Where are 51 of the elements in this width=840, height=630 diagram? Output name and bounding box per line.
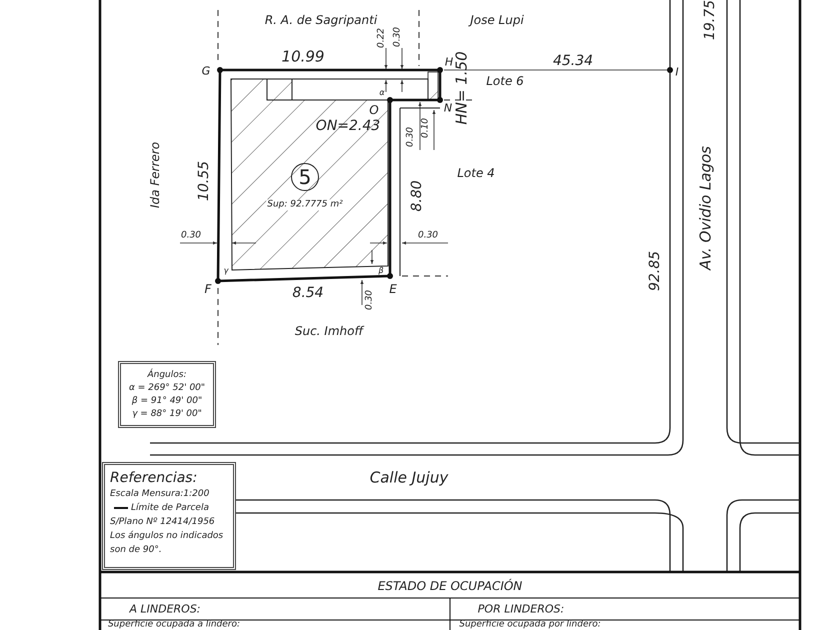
point-letter: H [444,56,454,68]
angle-letter: α [379,89,385,97]
dimension-value: 8.54 [292,286,324,300]
point-letter: N [444,102,452,114]
reference-note: Escala Mensura:1:200 [110,488,210,501]
angles-box [118,361,216,428]
lot-name: Lote 4 [457,167,495,179]
table-text: Superficie ocupada por lindero: [459,620,601,630]
lot-number-circle: 5 [291,163,319,191]
dimension-value: 0.10 [422,118,430,138]
angle-value: β = 91° 49' 00" [130,395,204,408]
angles-heading: Ángulos: [146,369,188,382]
table-heading: ESTADO DE OCUPACIÓN [378,580,522,592]
dimension-value: 0.30 [180,232,202,240]
angle-letter: γ [224,267,228,275]
neighbor-name: Suc. Imhoff [294,325,364,337]
reference-note: Los ángulos no indicados son de 90°. [110,530,224,557]
angle-value: γ = 88° 19' 00" [131,408,203,421]
dimension-value: 92.85 [648,250,662,292]
street-name: Av. Ovidio Lagos [698,146,714,270]
reference-note: S/Plano Nº 12414/1956 [110,516,216,529]
point-letter: F [204,283,212,295]
dimension-value: 0.30 [366,290,374,310]
dimension-value: 10.99 [282,50,324,64]
dimension-value: 19.75 [703,0,717,40]
area-text: Sup: 92.7775 m² [266,200,344,210]
dimension-value: 45.34 [552,54,594,68]
dimension-value: HN= 1.50 [454,51,470,125]
dimension-value: 10.55 [197,160,211,202]
table-text: Superficie ocupada a lindero: [108,620,240,630]
dimension-value: 0.30 [394,26,402,48]
point-letter: G [202,66,210,76]
legend-text: Límite de Parcela [131,502,209,515]
angle-letter: β [378,267,384,275]
neighbor-name: Ida Ferrero [149,142,161,208]
point-letter: E [389,283,397,295]
lot-name: Lote 6 [486,75,524,87]
dimension-value: 0.22 [378,28,386,48]
dimension-value: 0.30 [418,232,438,240]
table-heading: A LINDEROS: [129,604,201,614]
point-letter: O [369,104,379,116]
neighbor-name: R. A. de Sagripanti [264,14,378,26]
table-heading: POR LINDEROS: [478,604,564,614]
references-box [102,462,236,570]
point-letter: I [675,66,679,78]
references-heading: Referencias: [110,469,198,487]
dimension-value: 0.30 [406,126,416,148]
angle-value: α = 269° 52' 00" [128,382,206,395]
street-name: Calle Jujuy [370,470,448,486]
neighbor-name: Jose Lupi [470,14,524,26]
dimension-value: 8.80 [410,180,424,212]
